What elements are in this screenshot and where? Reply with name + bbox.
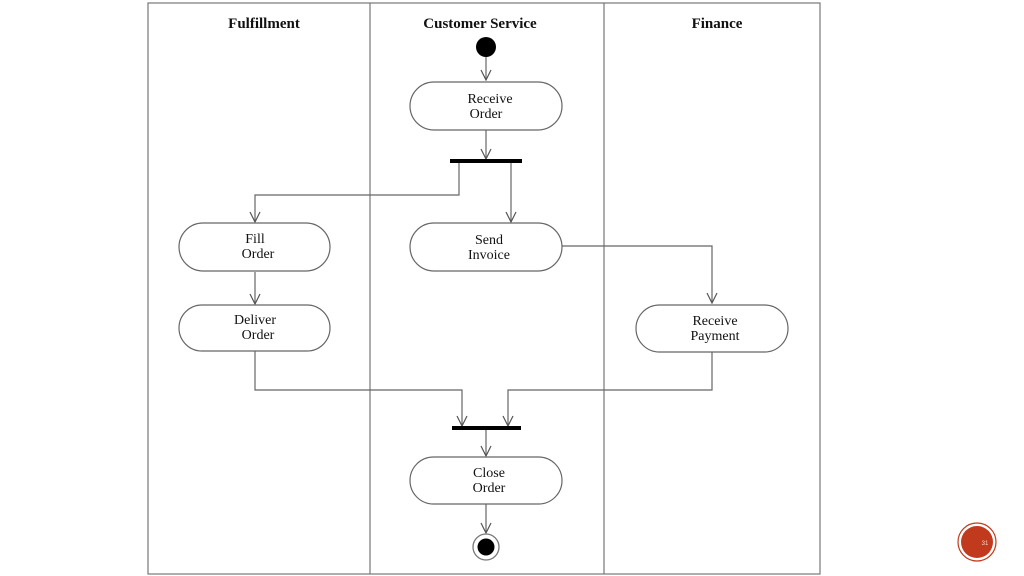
flow-send-to-payment [562,245,712,303]
final-node [472,533,500,561]
activity-label: Fill [245,232,265,247]
activity-send-invoice: Send Invoice [409,222,563,272]
initial-node [476,37,496,57]
slide-number: 31 [982,541,989,547]
control-flows [255,57,712,533]
activity-label: Receive [467,92,512,107]
lane-title-finance: Finance [692,16,743,32]
activity-label: Send [475,233,503,248]
activity-label: Order [242,328,275,343]
activity-label: Deliver [234,313,276,328]
activity-deliver-order: Deliver Order [178,304,331,352]
activity-label: Order [242,247,275,262]
activity-close-order: Close Order [409,456,563,505]
activity-receive-order: Receive Order [409,81,563,131]
activity-label: Order [473,481,506,496]
flow-payment-to-join [508,352,713,426]
join-bar [452,426,521,430]
activity-label: Invoice [468,248,510,263]
swimlane-frame [147,2,821,575]
activity-label: Order [470,107,503,122]
lane-title-fulfillment: Fulfillment [228,16,300,32]
activity-label: Receive [692,314,737,329]
activity-label: Payment [691,329,740,344]
activity-fill-order: Fill Order [178,222,331,272]
lane-title-customer-service: Customer Service [423,16,537,32]
flow-deliver-to-join [254,351,462,426]
activity-label: Close [473,466,505,481]
activity-receive-payment: Receive Payment [635,304,789,353]
flow-fork-to-fill [255,162,460,222]
fork-bar [450,159,522,163]
slide-number-badge: 31 [957,522,997,562]
